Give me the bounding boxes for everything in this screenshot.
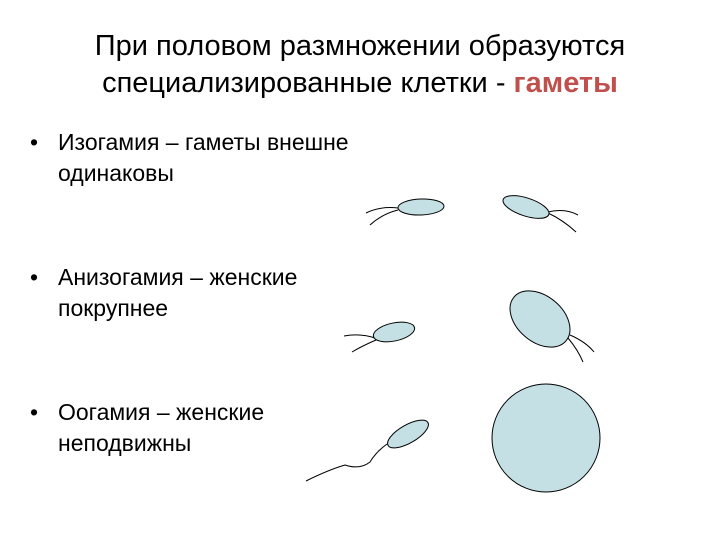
anisogamy-small-gamete [343, 321, 416, 353]
oogamy-egg [491, 383, 601, 493]
bullet-anisogamy-line1: Анизогамия – женские [58, 264, 298, 290]
isogamy-gamete-right [502, 195, 579, 233]
isogamy-gamete-left [365, 198, 445, 226]
title-highlight: гаметы [513, 67, 618, 99]
title-line-2-text: специализированные клетки - [102, 67, 514, 99]
title-line-2: специализированные клетки - гаметы [0, 65, 720, 102]
oogamy-sperm [305, 419, 429, 482]
bullet-marker: • [30, 264, 39, 290]
bullet-marker: • [30, 399, 39, 425]
bullet-oogamy-line1: Оогамия – женские [58, 399, 265, 425]
bullet-isogamy-line2: одинаковы [58, 160, 174, 186]
slide-title: При половом размножении образуются специ… [0, 28, 720, 102]
bullet-anisogamy-line2: покрупнее [58, 295, 169, 321]
bullet-isogamy-line1: Изогамия – гаметы внешне [58, 129, 349, 155]
bullet-marker: • [30, 129, 39, 155]
anisogamy-large-gamete [509, 290, 595, 363]
title-line-1: При половом размножении образуются [94, 30, 626, 62]
bullet-oogamy-line2: неподвижны [58, 430, 192, 456]
